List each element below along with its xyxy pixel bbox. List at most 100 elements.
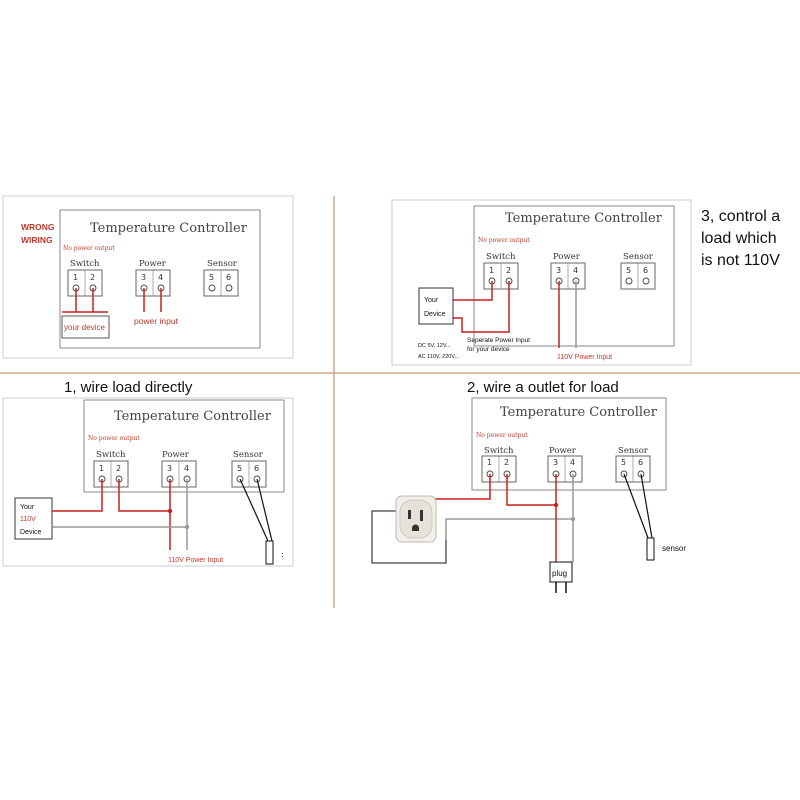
terminal-4-number: 4	[184, 464, 189, 473]
terminal-5-screw	[625, 277, 633, 285]
sensor-wire-6	[256, 478, 273, 542]
sensor-wire-6	[640, 473, 653, 539]
wire-switch-1-device	[453, 281, 493, 301]
terminal-6-number: 6	[254, 464, 259, 473]
power-label: Power	[139, 259, 167, 269]
caption-line1: 3, control a	[701, 208, 780, 225]
controller-body	[83, 399, 285, 493]
panel-1-direct-load: 1, wire load directly Temperature Contro…	[2, 379, 294, 567]
your-device-label: your device	[64, 323, 105, 332]
sensor-label: Sensor	[618, 446, 649, 456]
sensor-probe	[265, 540, 274, 565]
power-label: Power	[553, 252, 581, 262]
terminal-1-number: 1	[487, 458, 492, 467]
terminal-1-number: 1	[73, 273, 78, 282]
controller-title: Temperature Controller	[500, 405, 658, 420]
device-line2: 110V	[20, 516, 36, 523]
switch-label: Switch	[96, 450, 126, 460]
terminal-5-number: 5	[237, 464, 242, 473]
device-line1: Your	[20, 504, 35, 511]
power-label: Power	[549, 446, 577, 456]
no-power-output-label: No power output	[476, 432, 528, 439]
switch-label: Switch	[486, 252, 516, 262]
voltage-dc-label: DC 5V, 12V...	[418, 343, 451, 349]
terminal-4-number: 4	[573, 266, 578, 275]
panel-frame	[391, 199, 692, 366]
sensor-wire-5	[239, 478, 269, 542]
terminal-6-screw	[225, 284, 233, 292]
sensor-label: Sensor	[207, 259, 238, 269]
controller-body	[471, 397, 667, 491]
switch-label: Switch	[70, 259, 100, 269]
caption-line2: load which	[701, 230, 777, 247]
caption: 1, wire load directly	[64, 379, 193, 396]
separate-power-line2: for your device	[467, 346, 510, 353]
power-input-label: power input	[134, 316, 179, 326]
terminal-4-number: 4	[158, 273, 163, 282]
terminal-3-number: 3	[141, 273, 146, 282]
terminal-2-number: 2	[90, 273, 95, 282]
wire-outlet-neutral	[445, 518, 573, 540]
terminal-2-number: 2	[506, 266, 511, 275]
terminal-3-number: 3	[167, 464, 172, 473]
terminal-1-number: 1	[489, 266, 494, 275]
controller-body	[59, 209, 261, 349]
junction-dot-grey	[570, 516, 576, 522]
junction-dot-red	[553, 502, 559, 508]
sensor-wire-5	[623, 473, 649, 539]
terminal-4-number: 4	[570, 458, 575, 467]
terminal-1-number: 1	[99, 464, 104, 473]
panel-frame	[2, 195, 294, 359]
no-power-output-label: No power output	[478, 237, 530, 244]
wrong-heading-line1: WRONG	[21, 222, 55, 232]
sensor-probe	[646, 537, 655, 561]
terminal-6-screw	[642, 277, 650, 285]
terminal-2-number: 2	[116, 464, 121, 473]
voltage-ac-label: AC 110V, 220V...	[418, 354, 460, 360]
device-line3: Device	[20, 529, 42, 536]
switch-label: Switch	[484, 446, 514, 456]
controller-title: Temperature Controller	[90, 221, 248, 236]
junction-dot-red	[167, 508, 173, 514]
plug-label: plug	[552, 569, 567, 578]
terminal-5-number: 5	[621, 458, 626, 467]
terminal-5-number: 5	[209, 273, 214, 282]
terminal-5-screw	[208, 284, 216, 292]
terminal-6-number: 6	[643, 266, 648, 275]
terminal-5-number: 5	[626, 266, 631, 275]
power-label: Power	[162, 450, 190, 460]
your-device-box	[61, 315, 110, 339]
controller-title: Temperature Controller	[114, 409, 272, 424]
your-device-line1: Your	[424, 297, 439, 304]
your-device-box	[418, 287, 454, 325]
separate-power-line1: Seperate Power Input	[467, 337, 530, 344]
probe-mark: :	[281, 550, 284, 559]
wall-outlet-icon	[395, 495, 437, 543]
wrong-heading-line2: WIRING	[21, 235, 53, 245]
wire-switch-2-bus	[506, 474, 556, 506]
controller-title: Temperature Controller	[505, 211, 663, 226]
terminal-3-number: 3	[553, 458, 558, 467]
power-input-label: 110V Power Input	[557, 354, 612, 361]
panel-3-non-110v-load: 3, control a load which is not 110V Temp…	[391, 199, 780, 366]
power-input-label: 110V Power Input	[168, 557, 223, 564]
plug-box	[549, 561, 573, 583]
wire-switch-2-bus	[118, 479, 170, 512]
caption-line3: is not 110V	[701, 252, 780, 269]
junction-dot-grey	[184, 524, 190, 530]
wire-switch-1-device	[52, 479, 103, 512]
caption: 2, wire a outlet for load	[467, 379, 619, 396]
no-power-output-label: No power output	[63, 245, 115, 252]
wire-device-return	[453, 281, 510, 333]
terminal-2-number: 2	[504, 458, 509, 467]
terminal-6-number: 6	[638, 458, 643, 467]
sensor-label: Sensor	[623, 252, 654, 262]
no-power-output-label: No power output	[88, 435, 140, 442]
your-110v-device-box	[14, 497, 53, 540]
panel-frame	[2, 397, 294, 567]
panel-wrong-wiring: WRONG WIRING Temperature Controller No p…	[2, 195, 294, 359]
sensor-label: Sensor	[233, 450, 264, 460]
terminal-6-number: 6	[226, 273, 231, 282]
your-device-line2: Device	[424, 311, 446, 318]
